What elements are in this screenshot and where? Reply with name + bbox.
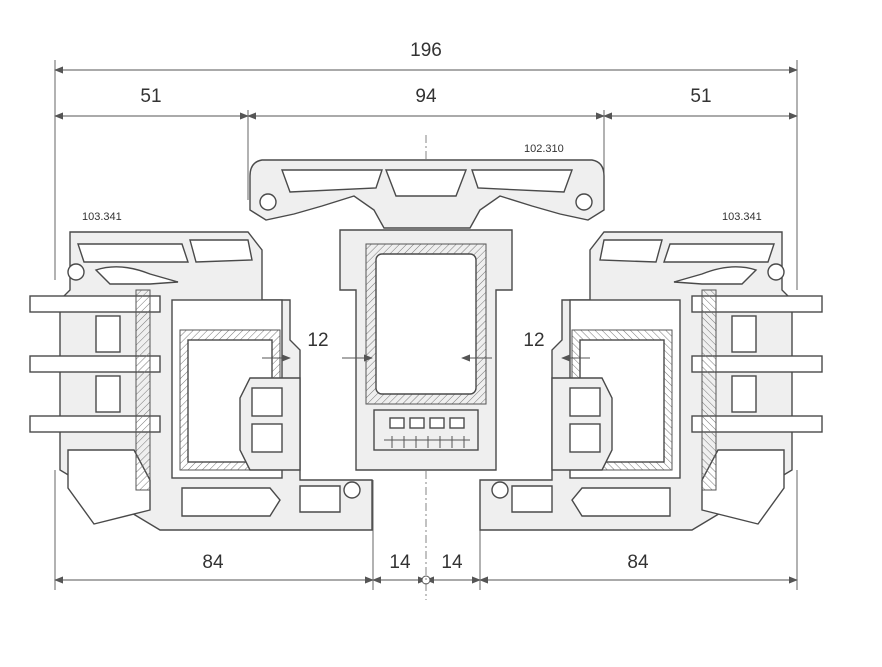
inner-right-label: 12 — [523, 330, 544, 351]
bottom-center-left-label: 14 — [389, 552, 411, 573]
inner-left-label: 12 — [307, 330, 328, 351]
left-sash-width-label: 51 — [140, 86, 161, 107]
middle-width-label: 94 — [415, 86, 437, 107]
right-sash-width-label: 51 — [690, 86, 711, 107]
left-glazing — [29, 289, 161, 491]
profile-code-left: 103.341 — [82, 211, 122, 223]
profile-code-right: 103.341 — [722, 211, 762, 223]
bottom-right-label: 84 — [627, 552, 649, 573]
overall-width-label: 196 — [410, 40, 442, 61]
top-dimensions — [54, 60, 798, 290]
bottom-left-label: 84 — [202, 552, 224, 573]
center-mullion — [249, 159, 605, 471]
bottom-center-right-label: 14 — [441, 552, 463, 573]
right-sash — [479, 231, 823, 531]
profile-code-center: 102.310 — [524, 143, 564, 155]
